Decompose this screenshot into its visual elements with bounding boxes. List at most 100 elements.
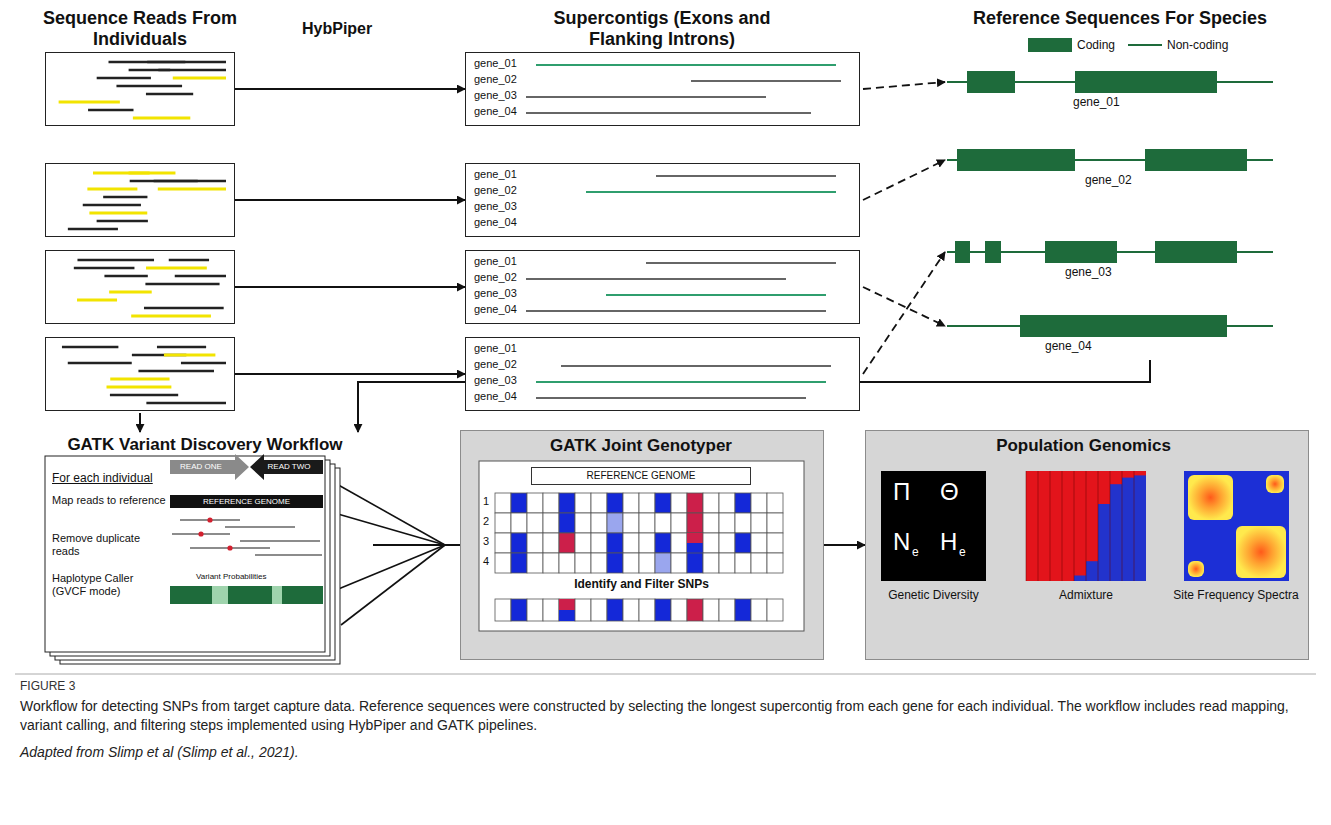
panel-heading: Population Genomics — [866, 436, 1301, 456]
panel-heading: GATK Variant Discovery Workflow — [40, 435, 370, 455]
genotype-cell — [527, 553, 543, 573]
genotype-cell — [767, 533, 783, 553]
population-panel: Population GenomicsGenetic Diversity Admi… — [865, 430, 1309, 660]
exon-block — [1075, 71, 1217, 93]
admixture-bar — [1050, 471, 1062, 581]
sequence-read — [129, 172, 176, 175]
genotype-cell — [543, 533, 559, 553]
genotype-cell — [511, 533, 527, 553]
variant-track — [212, 586, 228, 604]
gene-row-label: gene_04 — [474, 303, 517, 316]
genotype-cell — [639, 599, 655, 621]
legend-line-sample — [1128, 44, 1162, 46]
node-illustration — [46, 164, 236, 238]
supercontig-line — [536, 381, 826, 383]
admixture-bar — [1134, 471, 1146, 475]
supercontig-box: gene_01gene_02gene_03gene_04 — [465, 52, 860, 126]
node-illustration — [466, 53, 861, 127]
sequence-read — [77, 299, 117, 302]
genotype-cell — [591, 599, 607, 621]
admixture-bar — [1110, 471, 1122, 581]
flow-arrow — [235, 88, 465, 90]
supercontig-line — [526, 112, 811, 114]
admixture-bar — [1122, 471, 1134, 478]
flow-arrow — [235, 373, 465, 375]
genotype-cell — [559, 553, 575, 573]
admixture-bar — [1122, 471, 1134, 581]
sequence-read — [133, 117, 190, 120]
genotype-cell — [495, 533, 511, 553]
sequence-read — [138, 370, 214, 373]
bar-divider — [1110, 471, 1111, 581]
gene-row-label: gene_03 — [474, 287, 517, 300]
genotype-cell — [607, 513, 623, 533]
genotype-cell — [671, 599, 687, 621]
supercontig-line — [606, 294, 826, 296]
sequence-read — [109, 291, 152, 294]
supercontig-box: gene_01gene_02gene_03gene_04 — [465, 163, 860, 237]
variant-dot — [207, 517, 212, 522]
aligned-read — [225, 526, 295, 527]
flow-arrow — [373, 544, 460, 546]
genotype-cell — [735, 533, 751, 553]
sequence-read — [74, 267, 135, 270]
genotype-cell — [607, 599, 623, 621]
step-label: Identify and Filter SNPs — [479, 578, 804, 592]
admixture-bar — [1026, 471, 1038, 581]
admixture-bar — [1086, 471, 1098, 561]
gene-label: gene_02 — [1085, 174, 1132, 188]
supercontig-line — [586, 191, 836, 193]
admixture-bar — [1134, 471, 1146, 581]
step-label: Remove duplicate reads — [52, 532, 168, 557]
sequence-read — [104, 275, 147, 278]
reference-header: REFERENCE GENOME — [531, 467, 751, 485]
panel-caption: Genetic Diversity — [866, 589, 1001, 603]
sequence-read — [144, 307, 224, 310]
genotype-cell — [623, 533, 639, 553]
panel-caption: Admixture — [1026, 589, 1146, 603]
genotype-cell — [703, 553, 719, 573]
genotype-panel — [479, 461, 804, 631]
genotype-cell — [687, 599, 703, 621]
genotype-cell — [623, 513, 639, 533]
genotype-cell — [591, 533, 607, 553]
genotype-cell — [623, 553, 639, 573]
statistic-subscript: e — [959, 546, 966, 560]
sequence-read — [154, 180, 226, 183]
exon-block — [967, 71, 1015, 93]
genotype-cell — [559, 610, 575, 621]
statistic-subscript: e — [912, 546, 919, 560]
gene-row-label: gene_04 — [474, 105, 517, 118]
sequence-read — [147, 61, 226, 64]
node-illustration — [866, 431, 1301, 661]
dashed-arrow — [863, 252, 945, 374]
genotype-cell — [591, 493, 607, 513]
sequence-read — [110, 394, 178, 397]
sequence-read — [175, 275, 226, 278]
sequence-read — [77, 259, 154, 262]
supercontig-line — [536, 64, 836, 66]
exon-block — [1155, 241, 1237, 263]
gene-row-label: gene_03 — [474, 200, 517, 213]
admixture-bar — [1098, 471, 1110, 504]
row-number: 4 — [480, 555, 492, 568]
variant-track — [170, 586, 323, 604]
genotype-cell — [767, 493, 783, 513]
sfs-blob — [1266, 475, 1284, 493]
read-label: READ TWO — [256, 462, 322, 471]
sequence-read — [88, 109, 133, 112]
bar-divider — [1050, 471, 1051, 581]
flow-arrow — [235, 199, 465, 201]
genotype-cell — [767, 513, 783, 533]
panel-caption: Site Frequency Spectra — [1166, 589, 1306, 603]
row-number: 1 — [480, 495, 492, 508]
genotype-cell — [511, 513, 527, 533]
supercontig-line — [646, 262, 836, 264]
bar-divider — [1062, 471, 1063, 581]
stacked-page — [45, 456, 325, 652]
genotype-cell — [719, 599, 735, 621]
gene-row-label: gene_02 — [474, 73, 517, 86]
read-box — [45, 250, 235, 324]
node-illustration — [46, 53, 236, 127]
genotype-cell — [607, 533, 623, 553]
